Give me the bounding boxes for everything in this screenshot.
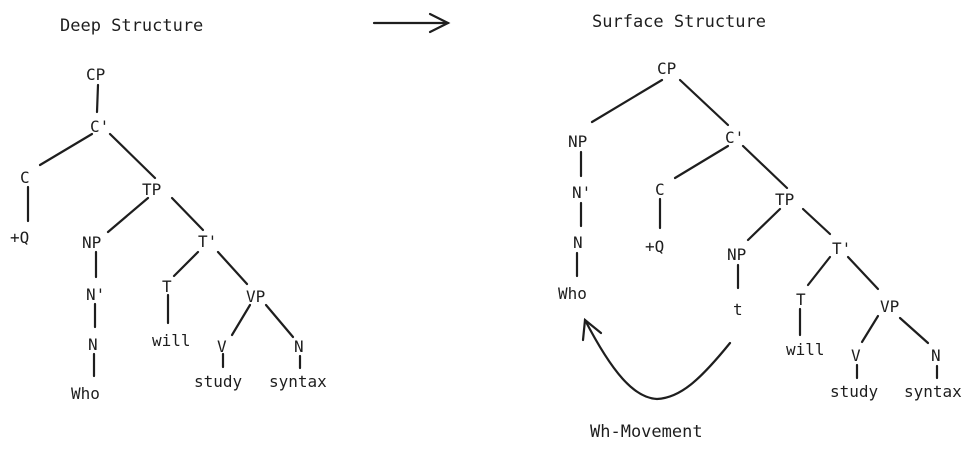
edge-vp-v [230, 303, 252, 337]
deep-node-who: Who [71, 384, 100, 403]
surface-node-n2: N [931, 346, 941, 365]
edge-cbar-tp [108, 132, 157, 180]
surface-node-cp: CP [657, 59, 676, 78]
edge-cp-np [590, 78, 664, 124]
surface-node-nbar: N' [572, 183, 591, 202]
surface-node-v: V [851, 346, 861, 365]
surface-node-c: C [655, 180, 665, 199]
edge-vp-n [264, 303, 295, 339]
edge-tp-np [746, 207, 782, 242]
deep-node-cbar: C' [90, 117, 109, 136]
edge-cbar-c [673, 144, 730, 180]
transformation-arrow [372, 12, 451, 34]
surface-node-trace: t [733, 300, 743, 319]
deep-node-tbar: T' [198, 232, 217, 251]
deep-node-cp: CP [86, 65, 105, 84]
surface-node-who: Who [558, 284, 587, 303]
deep-node-will: will [152, 331, 191, 350]
edge-tbar-vp [846, 255, 880, 291]
deep-node-t: T [162, 277, 172, 296]
edge-tbar-t [172, 250, 200, 278]
surface-node-syntax: syntax [904, 382, 962, 401]
deep-node-c: C [20, 168, 30, 187]
surface-node-np: NP [568, 132, 587, 151]
deep-node-q: +Q [10, 228, 29, 247]
surface-node-np2: NP [727, 245, 746, 264]
deep-node-tp: TP [142, 180, 161, 199]
edge-cp-cbar [678, 78, 730, 127]
edge-tbar-t [806, 255, 832, 287]
deep-structure-tree: CP C' C +Q TP NP N' N Who T' T will VP V… [10, 65, 327, 403]
edge-cbar-c [38, 132, 94, 167]
edge-vp-v [860, 314, 880, 344]
deep-node-v: V [217, 337, 227, 356]
deep-node-study: study [194, 372, 243, 391]
deep-node-n2: N [294, 337, 304, 356]
edge-vp-n [898, 316, 930, 345]
edge-tp-tbar [170, 196, 205, 232]
edge-cbar-tp [741, 144, 789, 190]
wh-movement-arrow [581, 317, 732, 401]
surface-node-cbar: C' [725, 128, 744, 147]
surface-node-tp: TP [775, 190, 794, 209]
deep-node-syntax: syntax [269, 372, 327, 391]
deep-node-vp: VP [246, 287, 265, 306]
wh-movement-label: Wh-Movement [590, 422, 703, 442]
surface-structure-tree: CP NP N' N Who C' C +Q TP NP t T' T will… [558, 59, 962, 401]
deep-node-n: N [88, 335, 98, 354]
deep-node-np: NP [82, 233, 101, 252]
edge-tp-tbar [801, 207, 832, 236]
surface-node-study: study [830, 382, 879, 401]
deep-structure-heading: Deep Structure [60, 16, 203, 36]
edge-tp-np [106, 196, 150, 234]
surface-structure-heading: Surface Structure [592, 12, 766, 32]
edge-cp-cbar [95, 83, 100, 114]
deep-node-nbar: N' [86, 285, 105, 304]
surface-node-will: will [786, 340, 825, 359]
surface-node-q: +Q [645, 237, 664, 256]
surface-node-t: T [796, 290, 806, 309]
surface-node-n: N [573, 233, 583, 252]
edge-tbar-vp [216, 250, 249, 286]
surface-node-vp: VP [880, 297, 899, 316]
surface-node-tbar: T' [832, 239, 851, 258]
